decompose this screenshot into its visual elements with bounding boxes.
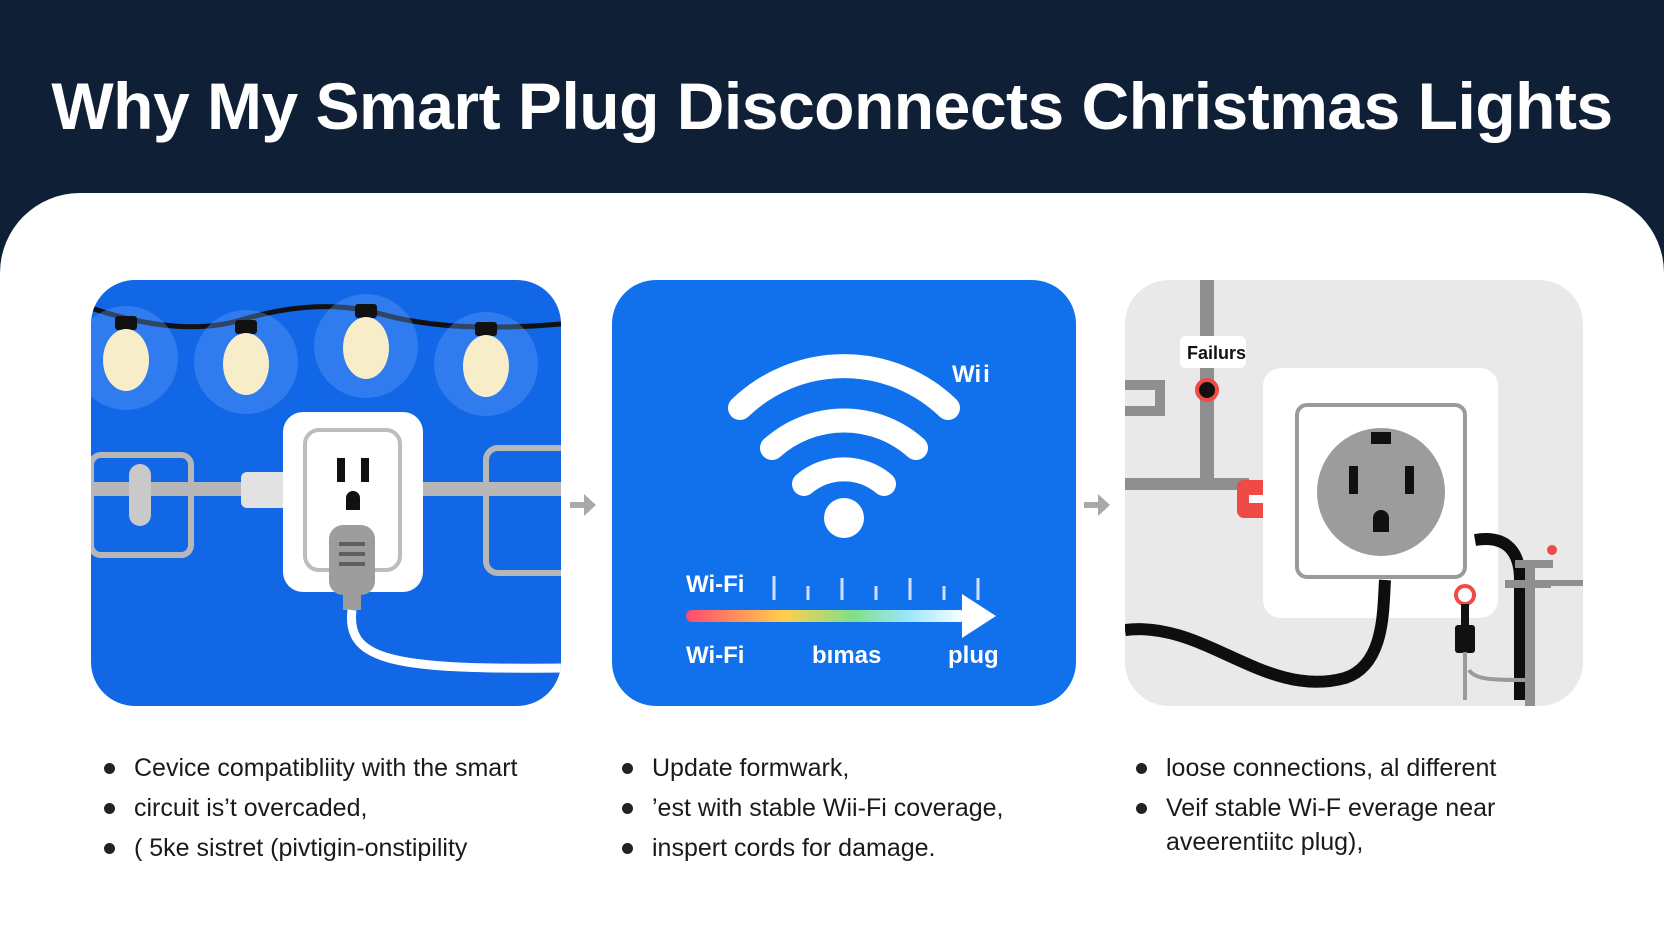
tips-column-1: Cevice compatibliity with the smart circ… (104, 748, 517, 868)
list-item-continuation: aveerentiitc plug), (1166, 828, 1364, 856)
signal-tick-marks (772, 576, 980, 600)
smart-plug-illustration (91, 294, 561, 673)
list-item: ( 5ke sistret (pivtigin-onstipility (104, 828, 517, 868)
list-item: Cevice compatibliity with the smart (104, 748, 517, 788)
failure-label: Failurs (1187, 343, 1246, 363)
outlet-illustration: Failurs (1125, 280, 1583, 706)
scale-label-end: plug (948, 642, 999, 669)
string-lights-icon (91, 294, 538, 416)
list-item: loose connections, al different (1136, 748, 1496, 788)
page-title: Why My Smart Plug Disconnects Christmas … (51, 69, 1613, 143)
light-string-wire (91, 304, 561, 330)
list-item: Update formwark, (622, 748, 1004, 788)
panel-plug (91, 280, 561, 706)
tips-column-3: loose connections, al different Veif sta… (1136, 748, 1496, 862)
failure-point-icon (1195, 378, 1219, 402)
panel-wifi: Wi i Wi-Fi Wi-Fi bımas plug (612, 280, 1076, 706)
left-junction-box (91, 452, 194, 558)
right-junction-box (483, 445, 561, 576)
power-cord (1125, 579, 1391, 688)
list-item: circuit is’t overcaded, (104, 788, 517, 828)
tips-column-2: Update formwark, ’est with stable Wii-Fi… (622, 748, 1004, 868)
flow-arrow-icon (1082, 490, 1112, 520)
flow-arrow-icon (568, 490, 598, 520)
panel-outlet: Failurs (1125, 280, 1583, 706)
scale-label-middle: bımas (812, 642, 881, 669)
list-item: inspert cords for damage. (622, 828, 1004, 868)
signal-gradient-arrow-icon (686, 594, 996, 638)
wifi-label: Wi i (952, 361, 990, 388)
wifi-icon (728, 354, 960, 538)
scale-label-start: Wi-Fi (686, 642, 744, 669)
failure-label-box (1180, 336, 1246, 368)
header-band: Why My Smart Plug Disconnects Christmas … (0, 0, 1664, 230)
warning-point-icon (1454, 584, 1476, 606)
smart-plug-icon (283, 412, 423, 610)
power-cord-icon (346, 609, 561, 673)
list-item: Veif stable Wi-F everage near (1136, 788, 1496, 828)
wall-conduits (1125, 280, 1249, 490)
wall-outlet-icon (1263, 368, 1498, 618)
list-item: ’est with stable Wii-Fi coverage, (622, 788, 1004, 828)
gauge-label: Wi-Fi (686, 571, 744, 598)
wifi-illustration: Wi i Wi-Fi Wi-Fi bımas plug (686, 354, 999, 669)
